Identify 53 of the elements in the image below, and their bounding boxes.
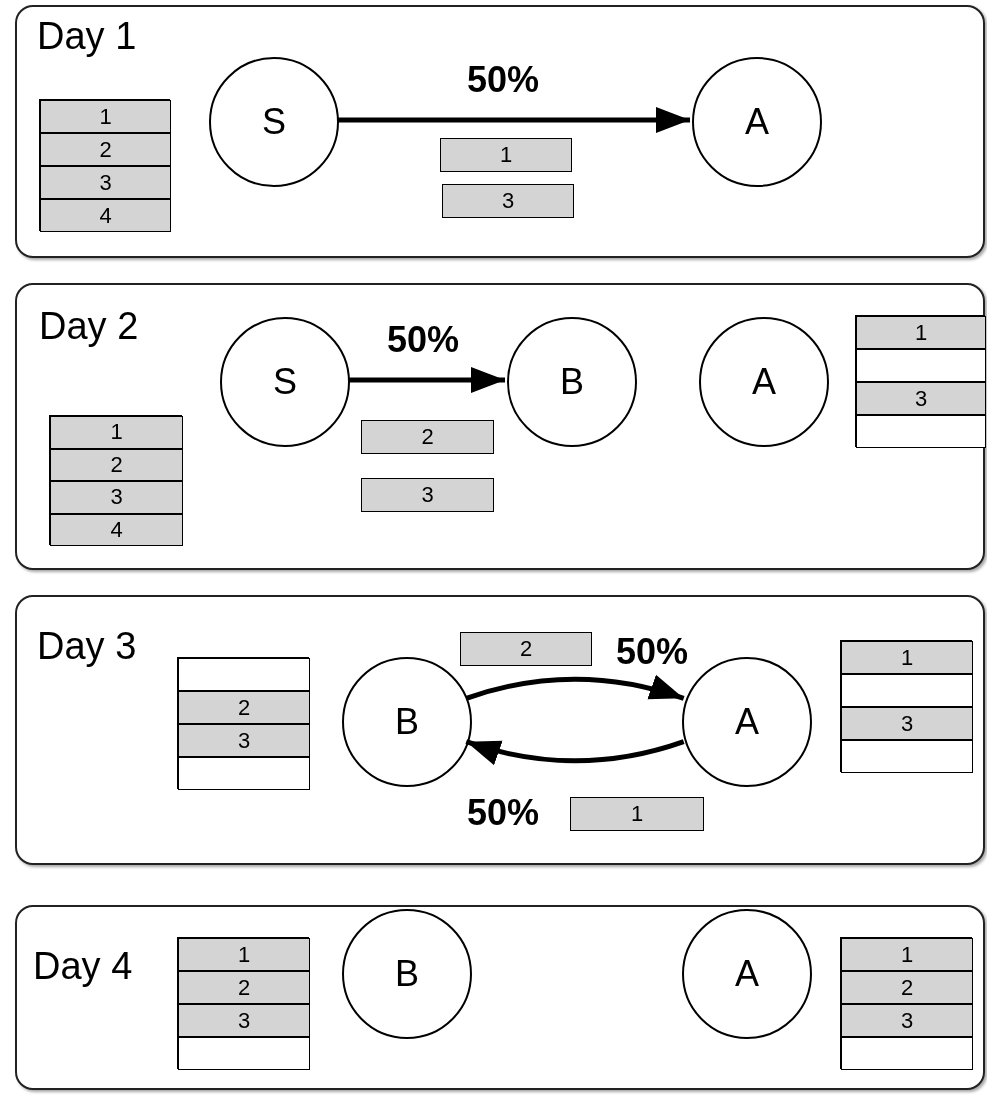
queue-slot: 2 (40, 133, 171, 166)
queue-stack (177, 657, 309, 789)
arrow (348, 367, 505, 393)
day-panel (15, 905, 985, 1090)
queue-slot (841, 1037, 973, 1070)
queue-slot: 3 (40, 166, 171, 199)
message-packet: 3 (442, 184, 574, 218)
queue-stack (49, 415, 182, 545)
queue-slot: 4 (40, 199, 171, 232)
queue-slot (178, 757, 310, 790)
queue-slot: 3 (856, 382, 986, 415)
message-packet: 2 (460, 632, 592, 666)
queue-slot (841, 674, 973, 707)
queue-slot: 3 (178, 724, 310, 757)
queue-slot: 2 (178, 971, 310, 1004)
arrow (337, 107, 690, 133)
queue-slot (178, 1037, 310, 1070)
message-packet: 3 (361, 478, 494, 512)
arrow (465, 675, 685, 701)
day-panel (15, 595, 985, 865)
panel-title: Day 3 (37, 627, 137, 665)
queue-slot: 2 (841, 971, 973, 1004)
queue-slot: 2 (178, 691, 310, 724)
queue-slot: 1 (841, 938, 973, 971)
queue-slot (178, 658, 310, 691)
panel-title: Day 2 (39, 307, 139, 345)
queue-slot: 1 (50, 416, 183, 449)
queue-slot: 2 (50, 448, 183, 481)
queue-slot: 1 (841, 641, 973, 674)
queue-slot: 1 (40, 100, 171, 133)
panel-title: Day 1 (37, 17, 137, 55)
panel-title: Day 4 (33, 947, 133, 985)
day-panel (15, 283, 985, 570)
queue-slot: 1 (178, 938, 310, 971)
queue-slot: 1 (856, 316, 986, 349)
message-packet: 2 (361, 420, 494, 454)
queue-slot: 3 (841, 707, 973, 740)
message-packet: 1 (570, 797, 704, 831)
queue-slot: 3 (841, 1004, 973, 1037)
queue-slot: 4 (50, 513, 183, 546)
arrow (465, 739, 685, 765)
queue-slot (856, 415, 986, 448)
queue-stack (177, 937, 309, 1069)
queue-slot: 3 (50, 481, 183, 514)
queue-slot (841, 740, 973, 773)
queue-slot: 3 (178, 1004, 310, 1037)
queue-stack (840, 937, 972, 1069)
queue-stack (39, 99, 170, 231)
queue-stack (855, 315, 985, 447)
queue-stack (840, 640, 972, 772)
day-panel (15, 5, 985, 258)
queue-slot (856, 349, 986, 382)
message-packet: 1 (440, 138, 572, 172)
